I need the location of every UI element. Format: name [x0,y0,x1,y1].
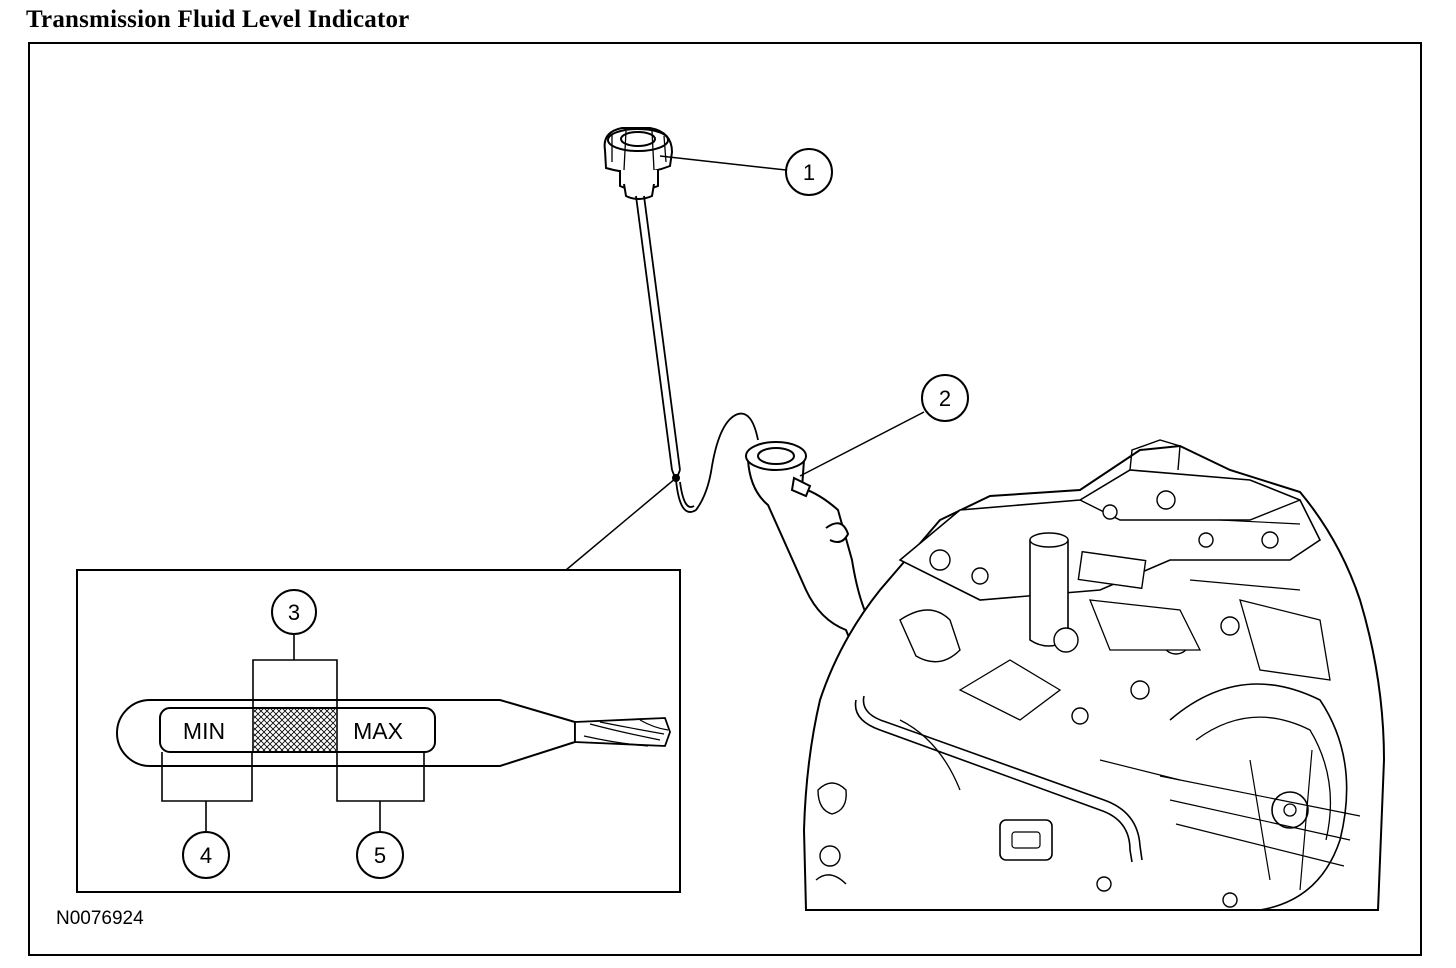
dipstick-cap [603,127,674,200]
diagram-title: Transmission Fluid Level Indicator [26,6,410,33]
callout-4-label: 4 [200,843,212,868]
gauge-brackets [161,634,425,832]
diagram-frame [28,42,1422,956]
callout-1-label: 1 [803,160,815,185]
fluid-range-hatch [254,709,336,751]
callout-3-label: 3 [288,600,300,625]
gauge-dividers [252,708,338,752]
callout-3: 3 [271,589,317,635]
detail-anchor-dot [672,474,680,482]
callout-4: 4 [182,831,230,879]
callout-2: 2 [921,374,969,422]
dipstick-blade [675,412,759,513]
figure-id: N0076924 [56,908,144,929]
transmission-housing [802,439,1386,911]
callout-2-label: 2 [939,386,951,411]
leader-lines [565,155,925,571]
callout-5: 5 [356,831,404,879]
dipstick-rod [635,195,681,483]
callout-1: 1 [785,148,833,196]
callout-5-label: 5 [374,843,386,868]
max-mark-label: MAX [353,718,403,744]
gauge-rod-stub [574,717,671,747]
min-mark-label: MIN [183,718,225,744]
